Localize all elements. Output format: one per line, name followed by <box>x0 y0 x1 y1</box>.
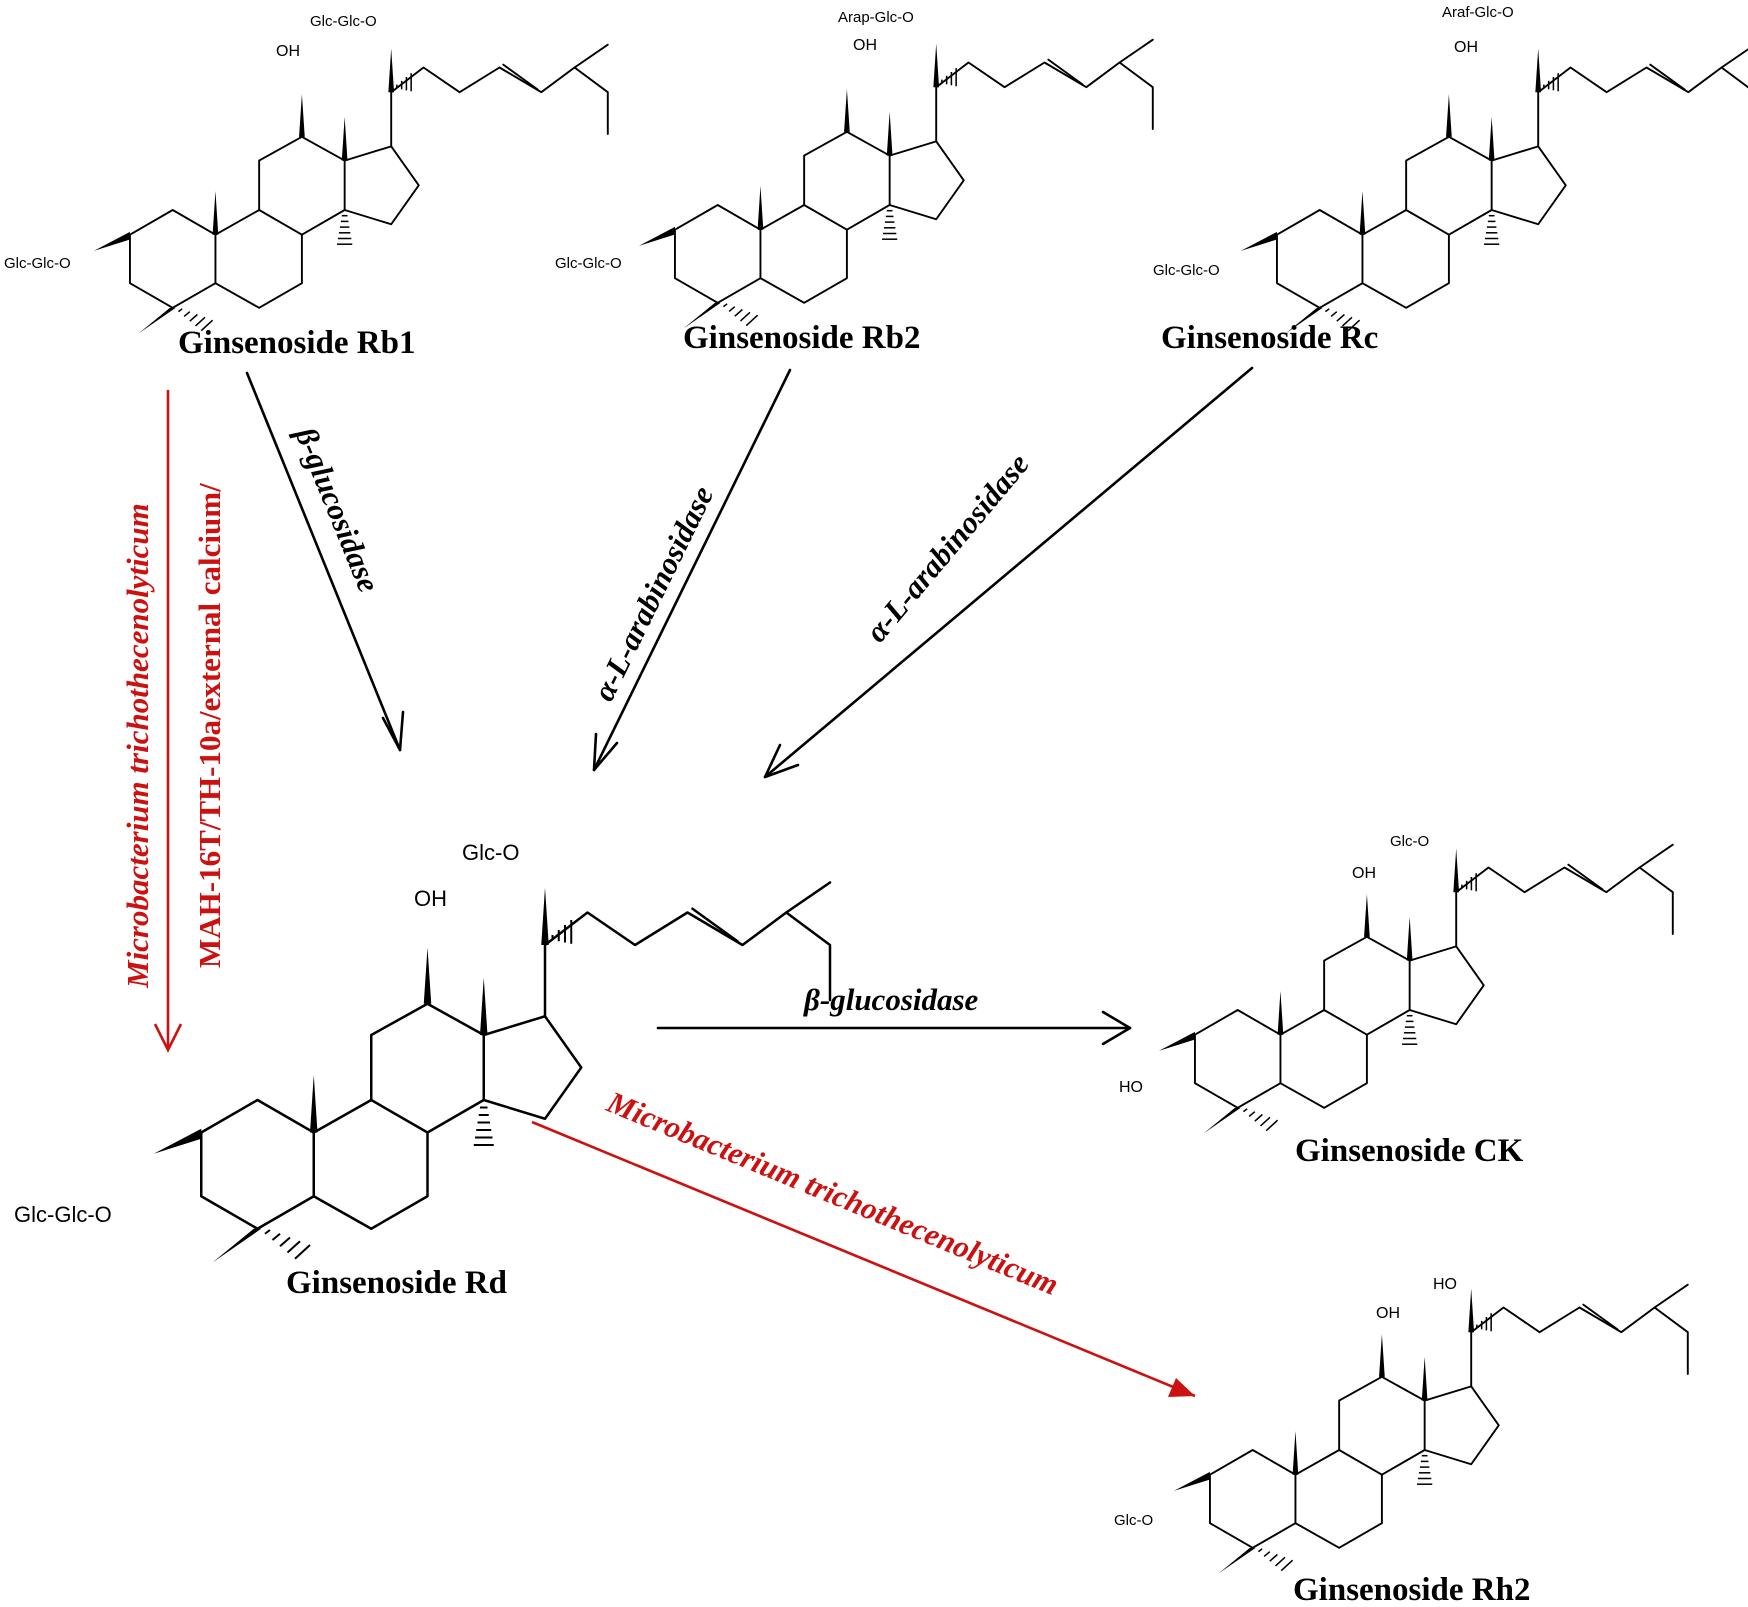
enzyme-label-rc-rd: α-L-arabinosidase <box>859 446 1036 648</box>
ck-oh: OH <box>1352 865 1376 882</box>
compound-rb1 <box>92 43 609 335</box>
rd-name: Ginsenoside Rd <box>286 1265 507 1301</box>
rc-c20-substituent: Araf-Glc-O <box>1442 4 1514 21</box>
organism-label-vertical: Microbacterium trichothecenolyticum <box>120 503 155 989</box>
arrow-rb2-to-rd <box>592 368 792 772</box>
rh2-c3-substituent: Glc-O <box>1114 1512 1153 1529</box>
conditions-label-vertical: MAH-16T/TH-10a/external calcium/ <box>192 483 227 968</box>
rb1-name: Ginsenoside Rb1 <box>178 325 415 361</box>
arrow-rb1-to-rd <box>245 371 405 752</box>
compound-rd <box>152 881 832 1264</box>
rb1-c3-substituent: Glc-Glc-O <box>4 255 71 272</box>
rc-oh: OH <box>1454 39 1478 56</box>
rb2-oh: OH <box>853 37 877 54</box>
rd-c20-substituent: Glc-O <box>462 840 519 865</box>
enzyme-label-rd-ck: β-glucosidase <box>803 982 979 1017</box>
rh2-oh: OH <box>1376 1305 1400 1322</box>
rb2-name: Ginsenoside Rb2 <box>683 320 920 356</box>
enzyme-label-rd-rh2: Microbacterium trichothecenolyticum <box>601 1084 1063 1302</box>
compound-ck <box>1157 843 1674 1135</box>
enzyme-label-rb2-rd: α-L-arabinosidase <box>586 480 721 706</box>
rb1-c20-substituent: Glc-Glc-O <box>310 13 377 30</box>
compound-rc <box>1239 43 1748 335</box>
rb2-c3-substituent: Glc-Glc-O <box>555 255 622 272</box>
red-arrow-rd-to-rh2 <box>531 1120 1196 1398</box>
rh2-c20-substituent: HO <box>1433 1276 1457 1293</box>
arrow-rc-to-rd <box>763 366 1254 779</box>
ck-c20-substituent: Glc-O <box>1390 833 1429 850</box>
ck-c3-substituent: HO <box>1119 1079 1143 1096</box>
rh2-name: Ginsenoside Rh2 <box>1293 1572 1530 1607</box>
red-arrow-rb1-to-rd <box>153 390 183 1053</box>
rb2-c20-substituent: Arap-Glc-O <box>838 9 914 26</box>
arrow-rd-to-ck <box>656 1010 1132 1046</box>
rd-c3-substituent: Glc-Glc-O <box>14 1202 112 1227</box>
compound-rb2 <box>637 38 1154 330</box>
ck-name: Ginsenoside CK <box>1295 1133 1524 1169</box>
compound-rh2 <box>1172 1283 1689 1575</box>
rd-oh: OH <box>414 886 447 911</box>
rc-c3-substituent: Glc-Glc-O <box>1153 262 1220 279</box>
rb1-oh: OH <box>276 43 300 60</box>
rc-name: Ginsenoside Rc <box>1161 320 1378 356</box>
